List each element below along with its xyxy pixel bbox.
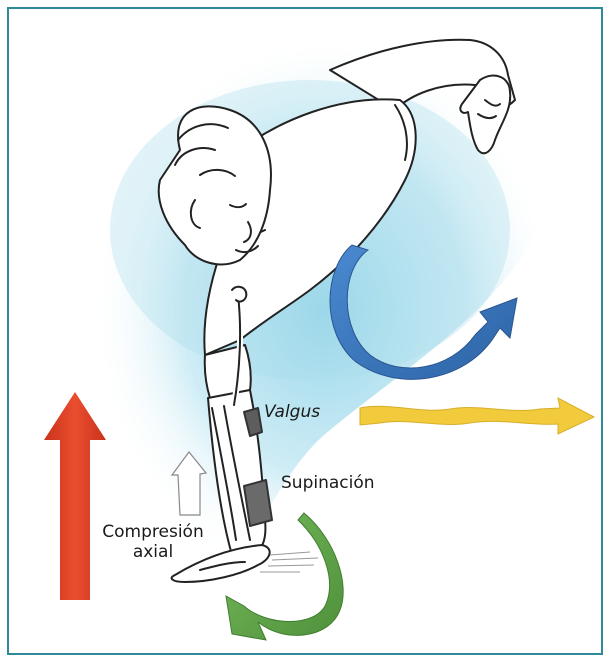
valgus-label: Valgus bbox=[264, 402, 320, 422]
axial-compression-label-line1: Compresión bbox=[88, 522, 218, 542]
lateral-force-arrow bbox=[360, 398, 594, 434]
axial-compression-label: Compresión axial bbox=[88, 522, 218, 562]
supination-label: Supinación bbox=[281, 473, 375, 493]
axial-compression-label-line2: axial bbox=[88, 542, 218, 562]
vertical-force-arrow bbox=[44, 392, 106, 600]
